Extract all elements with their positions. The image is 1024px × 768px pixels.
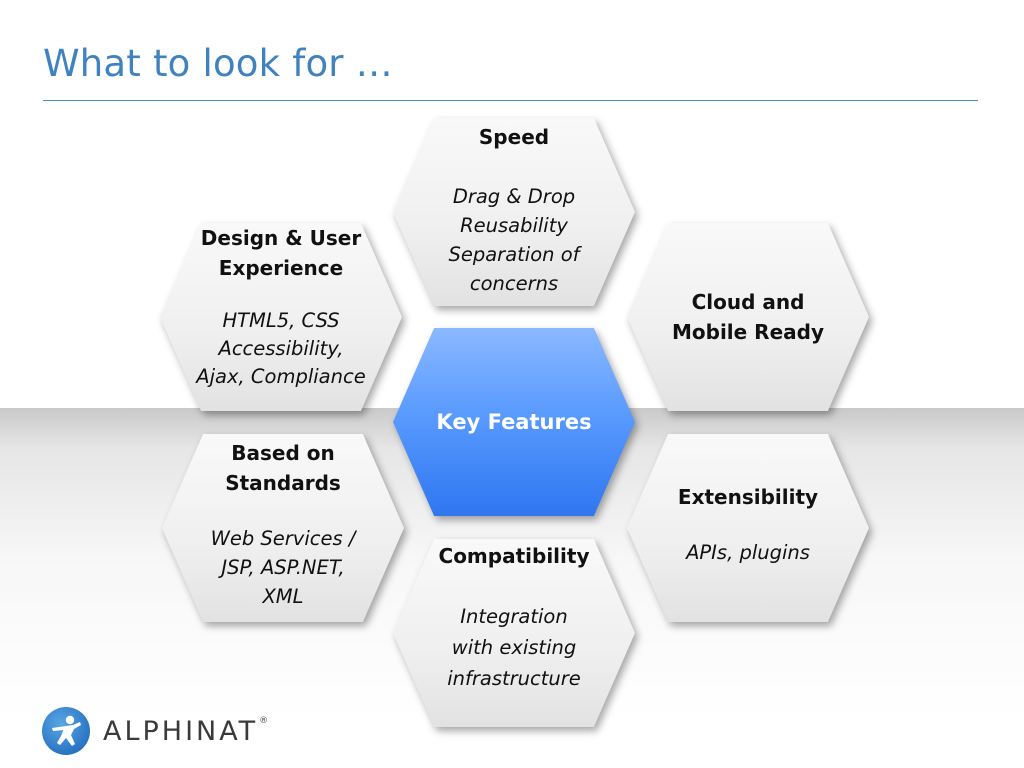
hex-content: Key Features [393,328,635,516]
hex-shape [162,434,404,622]
hex-content: Cloud and Mobile Ready [627,223,869,411]
hex-shape [627,223,869,411]
hex-description: Integration with existing infrastructure [447,605,581,690]
hex-extensibility: Extensibility APIs, plugins [627,434,869,622]
hex-content: Extensibility APIs, plugins [627,434,869,622]
hex-shape [627,434,869,622]
title-divider [43,100,978,101]
hex-shape [393,539,635,727]
hex-description: Web Services / JSP, ASP.NET, XML [210,527,356,608]
hex-description: Drag & Drop Reusability Separation of co… [448,185,580,295]
logo-registered-mark: ® [259,715,272,726]
hex-speed: Speed Drag & Drop Reusability Separation… [393,118,635,306]
hex-content: Design & User Experience HTML5, CSS Acce… [160,215,402,403]
hex-compatibility: Compatibility Integration with existing … [393,539,635,727]
hex-title: Extensibility [677,485,819,509]
hex-shape [160,223,402,411]
hex-key-features: Key Features [393,328,635,516]
logo-wordmark: ALPHINAT® [103,716,271,747]
hex-standards: Based on Standards Web Services / JSP, A… [162,434,404,622]
hex-content: Based on Standards Web Services / JSP, A… [162,434,404,622]
hex-title: Based on Standards [225,441,341,495]
hex-design: Design & User Experience HTML5, CSS Acce… [160,223,402,411]
person-star-icon [42,707,90,755]
hex-title: Compatibility [438,544,590,568]
slide-title: What to look for … [43,42,393,85]
hex-title: Design & User Experience [200,226,362,280]
hex-shape [393,118,635,306]
hex-description: HTML5, CSS Accessibility, Ajax, Complian… [196,309,366,388]
person-star-icon-glyph [52,715,81,746]
hex-content: Speed Drag & Drop Reusability Separation… [393,118,635,306]
alphinat-logo: ALPHINAT® [42,707,271,755]
hex-shape [393,328,635,516]
hex-title: Cloud and Mobile Ready [671,290,824,344]
logo-text: ALPHINAT [103,715,259,747]
hex-title: Key Features [436,410,592,434]
hex-content: Compatibility Integration with existing … [393,539,635,727]
hex-description: APIs, plugins [686,541,810,564]
hex-title: Speed [478,125,550,149]
hex-cloud: Cloud and Mobile Ready [627,223,869,411]
